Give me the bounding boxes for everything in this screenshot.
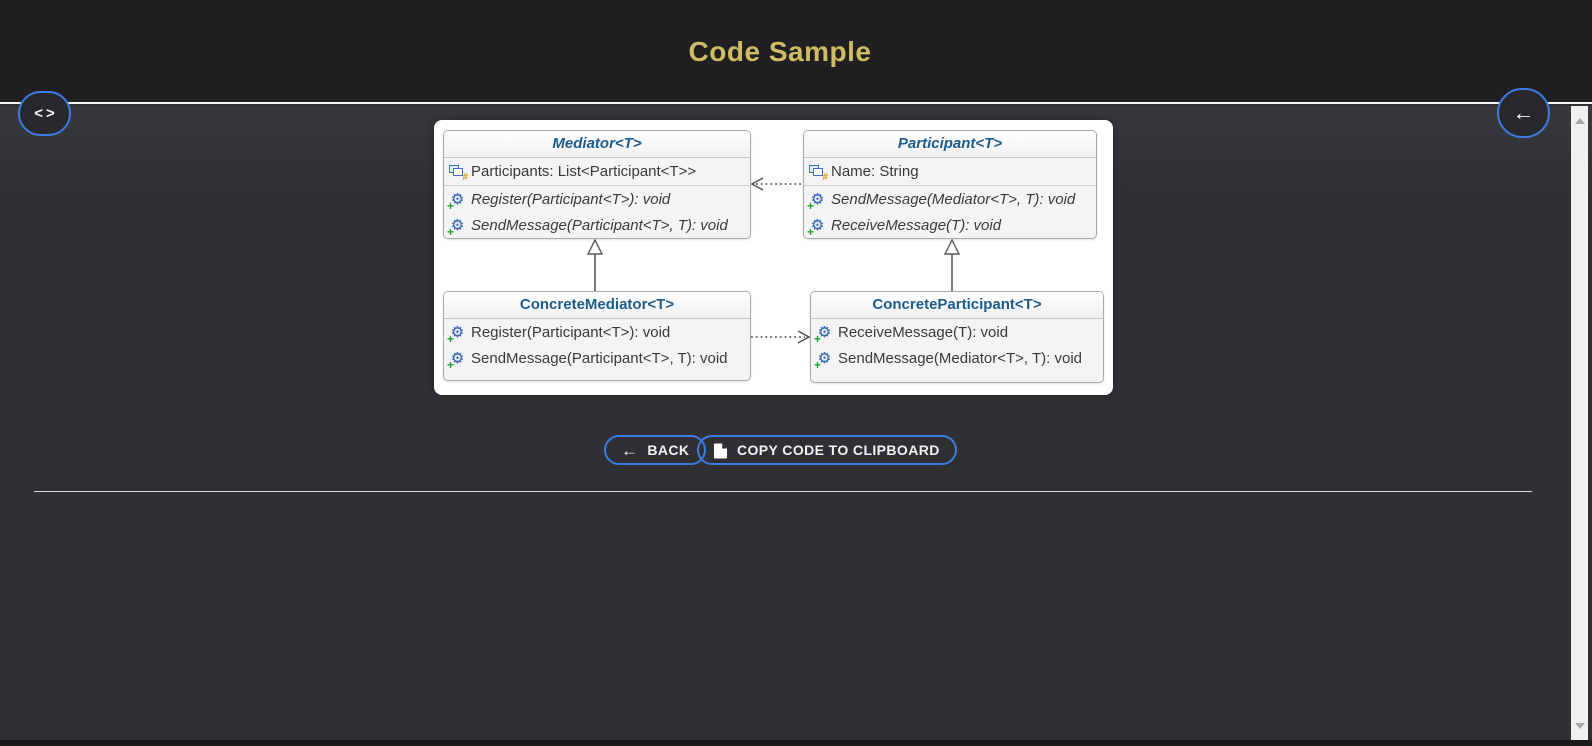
uml-field-label: Name: String (831, 163, 919, 180)
gear-plus-icon: ⚙+ (447, 190, 465, 213)
main-content: Mediator<T> # Participants: List<Partici… (0, 106, 1592, 740)
copy-code-button[interactable]: COPY CODE TO CLIPBOARD (697, 435, 957, 465)
gear-plus-icon: ⚙+ (807, 216, 825, 239)
bottom-edge-strip (0, 740, 1592, 746)
uml-class-title: Participant<T> (804, 131, 1096, 158)
gear-plus-icon: ⚙+ (814, 323, 832, 346)
gear-plus-icon: ⚙+ (447, 349, 465, 372)
field-icon: # (449, 164, 468, 183)
inheritance-arrow-mediator (586, 238, 604, 291)
uml-class-concrete-participant: ConcreteParticipant<T> ⚙+ ReceiveMessage… (810, 291, 1104, 383)
uml-method-label: SendMessage(Mediator<T>, T): void (831, 190, 1076, 208)
uml-method-row: ⚙+ ReceiveMessage(T): void (811, 319, 1103, 345)
document-icon (714, 443, 727, 458)
page-title: Code Sample (688, 36, 872, 67)
scroll-down-icon (1574, 722, 1585, 729)
uml-method-label: SendMessage(Participant<T>, T): void (471, 216, 728, 234)
field-icon: # (809, 164, 828, 183)
scroll-up-icon (1574, 117, 1585, 124)
gear-plus-icon: ⚙+ (814, 349, 832, 372)
gear-plus-icon: ⚙+ (447, 216, 465, 239)
uml-class-title: ConcreteMediator<T> (444, 292, 750, 319)
back-button[interactable]: ← BACK (604, 435, 707, 465)
uml-class-concrete-mediator: ConcreteMediator<T> ⚙+ Register(Particip… (443, 291, 751, 381)
gear-plus-icon: ⚙+ (447, 323, 465, 346)
dotted-arrow-participant-mediator (750, 177, 803, 191)
gear-plus-icon: ⚙+ (807, 190, 825, 213)
uml-method-label: SendMessage(Mediator<T>, T): void (838, 349, 1083, 367)
code-brackets-icon: <> (34, 105, 58, 122)
uml-method-label: ReceiveMessage(T): void (838, 323, 1009, 341)
uml-class-mediator: Mediator<T> # Participants: List<Partici… (443, 130, 751, 239)
header: Code Sample (0, 0, 1592, 104)
uml-method-row: ⚙+ SendMessage(Participant<T>, T): void (444, 345, 750, 371)
uml-class-title: Mediator<T> (444, 131, 750, 158)
uml-method-row: ⚙+ Register(Participant<T>): void (444, 319, 750, 345)
scroll-up-button[interactable] (1571, 112, 1588, 129)
uml-method-row: ⚙+ Register(Participant<T>): void (444, 186, 750, 212)
uml-method-label: Register(Participant<T>): void (471, 190, 671, 208)
uml-method-row: ⚙+ SendMessage(Mediator<T>, T): void (811, 345, 1103, 371)
uml-method-label: Register(Participant<T>): void (471, 323, 671, 341)
uml-method-label: SendMessage(Participant<T>, T): void (471, 349, 728, 367)
uml-method-row: ⚙+ SendMessage(Participant<T>, T): void (444, 212, 750, 238)
uml-method-label: ReceiveMessage(T): void (831, 216, 1002, 234)
uml-method-row: ⚙+ SendMessage(Mediator<T>, T): void (804, 186, 1096, 212)
scroll-down-button[interactable] (1571, 717, 1588, 734)
back-button-label: BACK (647, 442, 690, 458)
uml-method-row: ⚙+ ReceiveMessage(T): void (804, 212, 1096, 238)
inheritance-arrow-participant (943, 238, 961, 291)
section-divider (34, 491, 1532, 492)
uml-field-row: # Name: String (804, 158, 1096, 186)
back-circle-button[interactable]: ← (1497, 88, 1550, 138)
uml-field-label: Participants: List<Participant<T>> (471, 163, 697, 180)
uml-field-row: # Participants: List<Participant<T>> (444, 158, 750, 186)
dotted-arrow-cmediator-cparticipant (751, 330, 811, 344)
uml-class-title: ConcreteParticipant<T> (811, 292, 1103, 319)
arrow-left-icon: ← (1512, 100, 1535, 125)
uml-diagram-canvas: Mediator<T> # Participants: List<Partici… (434, 120, 1113, 395)
toggle-code-view-button[interactable]: <> (18, 91, 71, 136)
copy-code-button-label: COPY CODE TO CLIPBOARD (737, 442, 940, 458)
arrow-left-icon: ← (621, 440, 639, 460)
uml-class-participant: Participant<T> # Name: String ⚙+ SendMes… (803, 130, 1097, 239)
uml-connectors (586, 177, 961, 344)
vertical-scrollbar[interactable] (1571, 106, 1588, 740)
